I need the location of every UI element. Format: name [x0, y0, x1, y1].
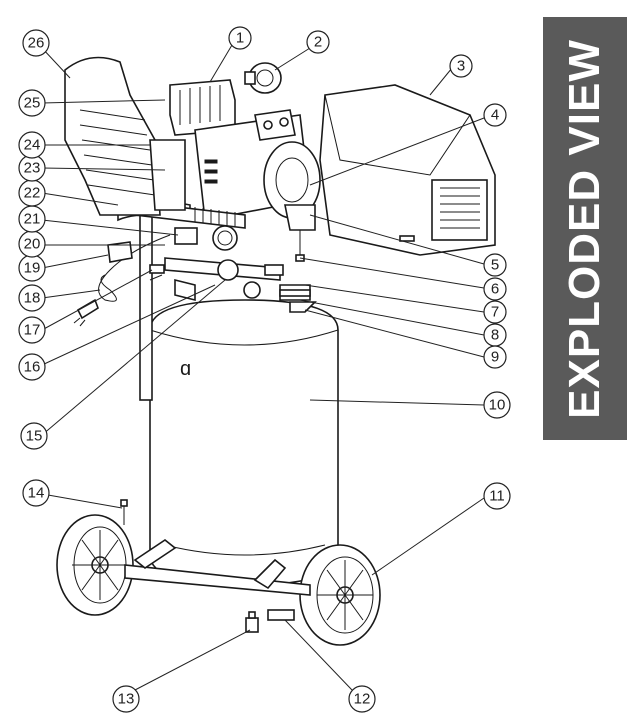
svg-text:8: 8 [491, 327, 499, 344]
svg-text:11: 11 [489, 488, 505, 505]
callout-4: 4 [483, 103, 507, 127]
power-cord [73, 234, 171, 327]
callout-24: 24 [18, 131, 46, 159]
svg-text:6: 6 [491, 281, 499, 298]
callout-23: 23 [18, 154, 46, 182]
svg-text:20: 20 [24, 236, 41, 253]
callout-21: 21 [18, 205, 46, 233]
svg-text:9: 9 [491, 349, 499, 366]
svg-text:25: 25 [24, 95, 41, 112]
svg-text:12: 12 [354, 691, 371, 708]
air-tank: ɑ [149, 299, 339, 586]
svg-text:17: 17 [24, 322, 41, 339]
callout-18: 18 [18, 284, 46, 312]
callout-5: 5 [483, 253, 507, 277]
check-valve [149, 264, 165, 281]
callout-7: 7 [483, 300, 507, 324]
svg-text:7: 7 [491, 304, 499, 321]
axle-frame [124, 539, 311, 596]
callout-11: 11 [483, 482, 511, 510]
callout-25: 25 [18, 89, 46, 117]
svg-text:3: 3 [457, 58, 465, 75]
callout-13: 13 [112, 685, 140, 713]
motor [194, 109, 321, 221]
pump-seal [279, 289, 317, 313]
leader-lines [41, 44, 485, 691]
callout-15: 15 [20, 422, 48, 450]
svg-text:23: 23 [24, 160, 41, 177]
callout-3: 3 [449, 54, 473, 78]
pressure-switch [174, 225, 238, 251]
callout-22: 22 [18, 179, 46, 207]
svg-text:5: 5 [491, 257, 499, 274]
svg-text:4: 4 [491, 107, 499, 124]
right-wheel [299, 544, 381, 646]
svg-text:14: 14 [28, 485, 45, 502]
callout-9: 9 [483, 345, 507, 369]
callout-20: 20 [18, 230, 46, 258]
left-shroud [64, 56, 186, 216]
svg-text:13: 13 [118, 691, 135, 708]
callout-6: 6 [483, 277, 507, 301]
left-wheel [56, 514, 134, 616]
exploded-view-banner: EXPLODED VIEW [543, 17, 627, 440]
callout-8: 8 [483, 323, 507, 347]
callout-2: 2 [306, 30, 330, 54]
svg-text:18: 18 [24, 290, 41, 307]
callout-10: 10 [483, 391, 511, 419]
svg-text:26: 26 [28, 35, 45, 52]
strain-relief [107, 241, 133, 263]
callout-1: 1 [228, 26, 252, 50]
svg-text:10: 10 [489, 397, 506, 414]
svg-text:1: 1 [236, 30, 244, 47]
svg-text:22: 22 [24, 185, 41, 202]
svg-text:24: 24 [24, 137, 41, 154]
svg-text:21: 21 [24, 211, 41, 228]
rubber-foot [267, 609, 295, 621]
callout-26: 26 [22, 29, 50, 57]
callout-16: 16 [18, 353, 46, 381]
svg-text:15: 15 [26, 428, 43, 445]
callout-14: 14 [22, 479, 50, 507]
bolt [120, 499, 128, 525]
svg-text:2: 2 [314, 34, 322, 51]
bracket [284, 204, 316, 262]
drain-valve [245, 611, 259, 633]
svg-text:ɑ: ɑ [180, 358, 191, 380]
callout-12: 12 [348, 685, 376, 713]
svg-text:16: 16 [24, 359, 41, 376]
callout-17: 17 [18, 316, 46, 344]
air-filter [244, 62, 282, 94]
right-shroud [319, 84, 496, 256]
svg-text:19: 19 [24, 260, 41, 277]
callout-19: 19 [18, 254, 46, 282]
